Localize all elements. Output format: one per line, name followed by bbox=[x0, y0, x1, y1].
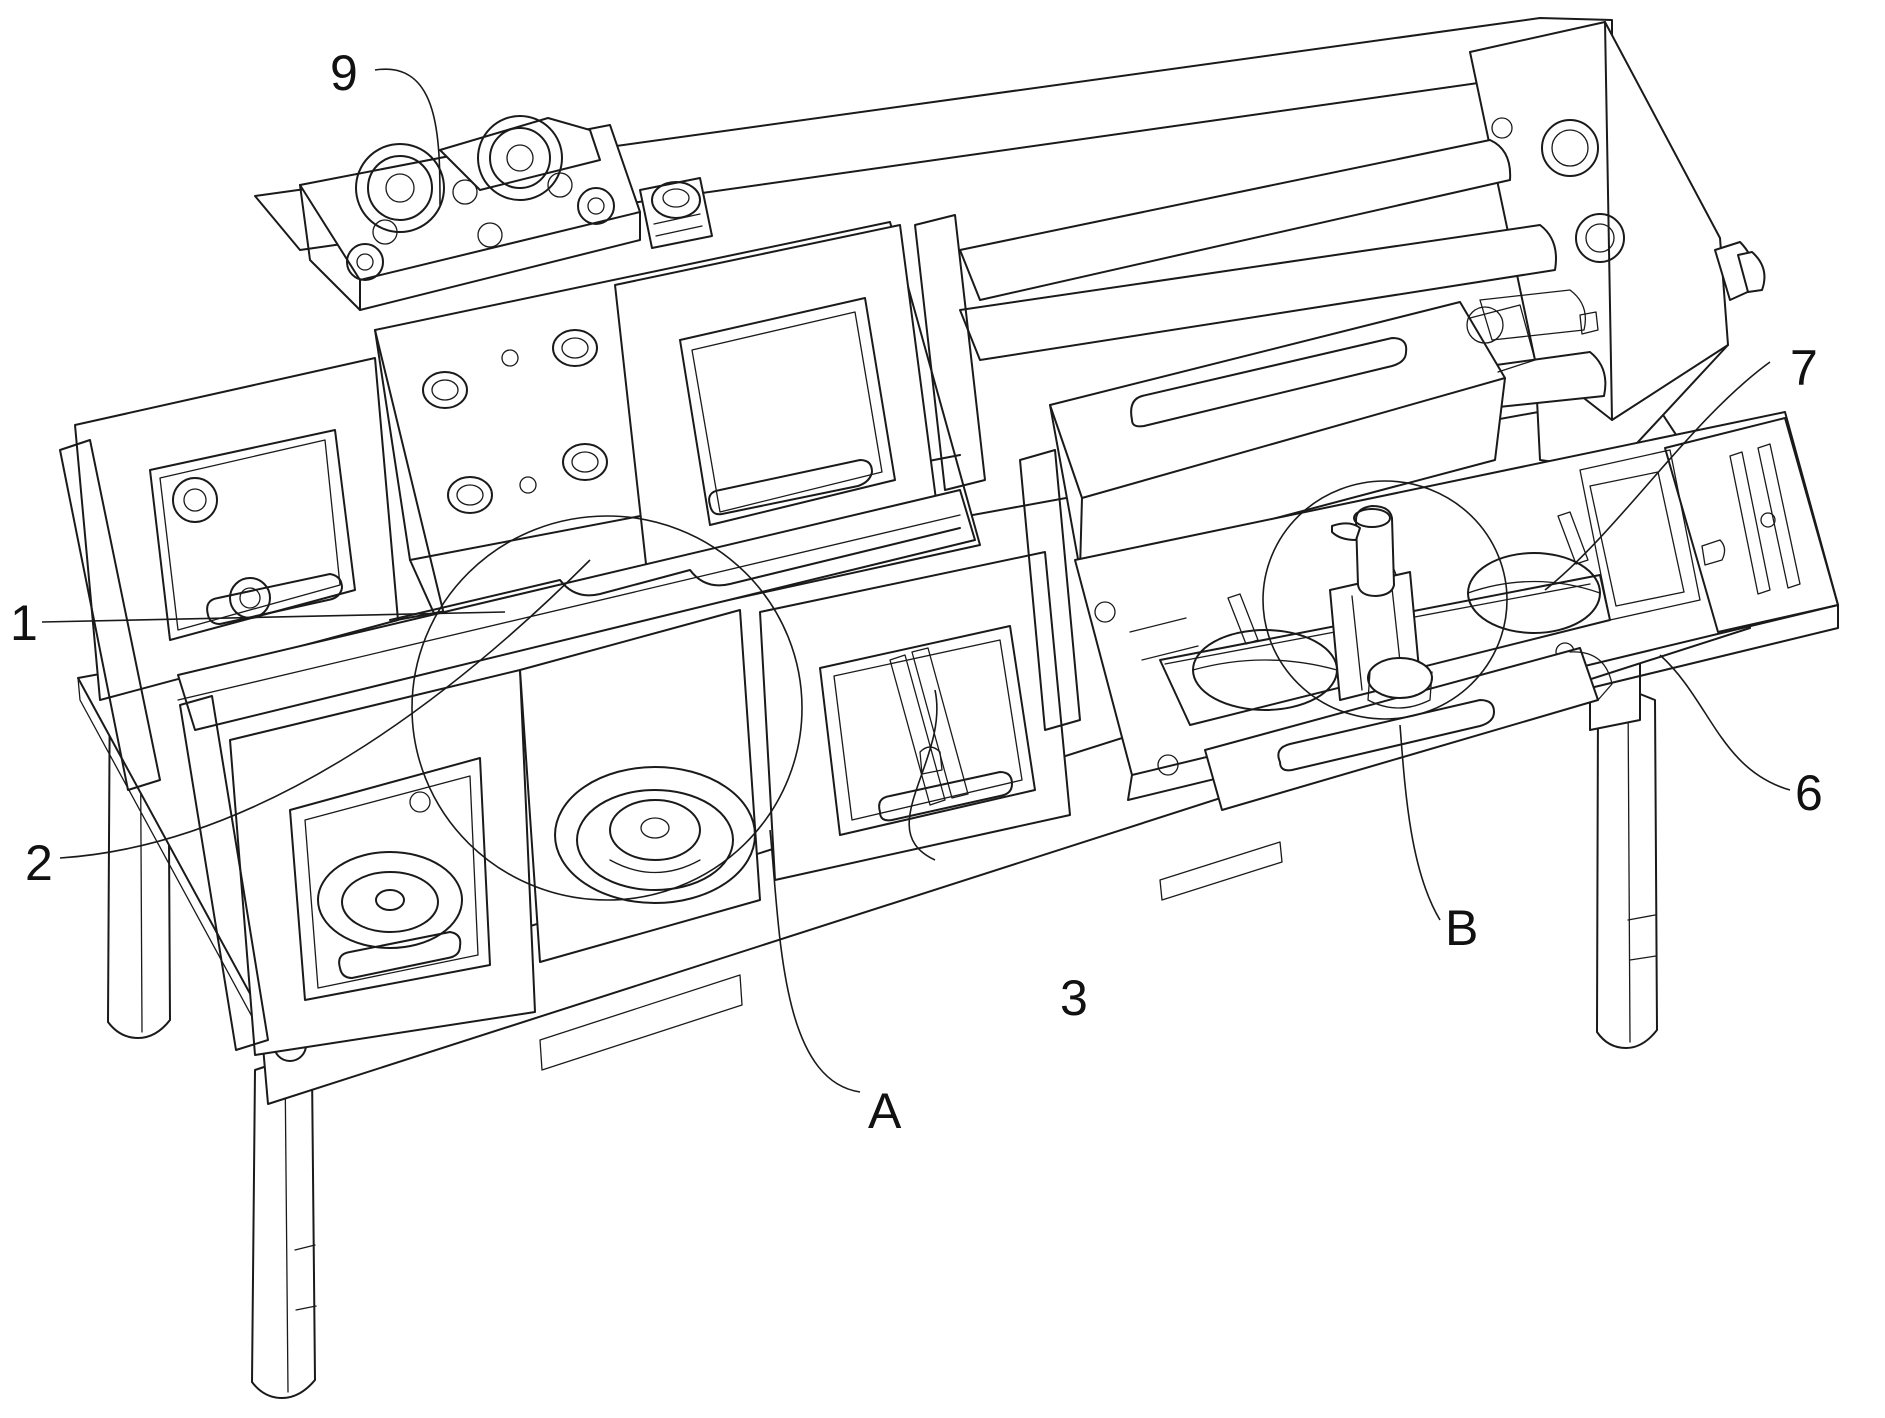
callout-2: 2 bbox=[25, 835, 53, 891]
callout-9: 9 bbox=[330, 45, 358, 101]
callout-7: 7 bbox=[1790, 340, 1818, 396]
callout-3: 3 bbox=[1060, 970, 1088, 1026]
callout-a: A bbox=[868, 1083, 902, 1139]
callout-6: 6 bbox=[1795, 765, 1823, 821]
roller-pocket bbox=[520, 610, 760, 962]
leader-6 bbox=[1660, 655, 1790, 790]
callout-b: B bbox=[1445, 900, 1478, 956]
callout-1: 1 bbox=[10, 595, 38, 651]
